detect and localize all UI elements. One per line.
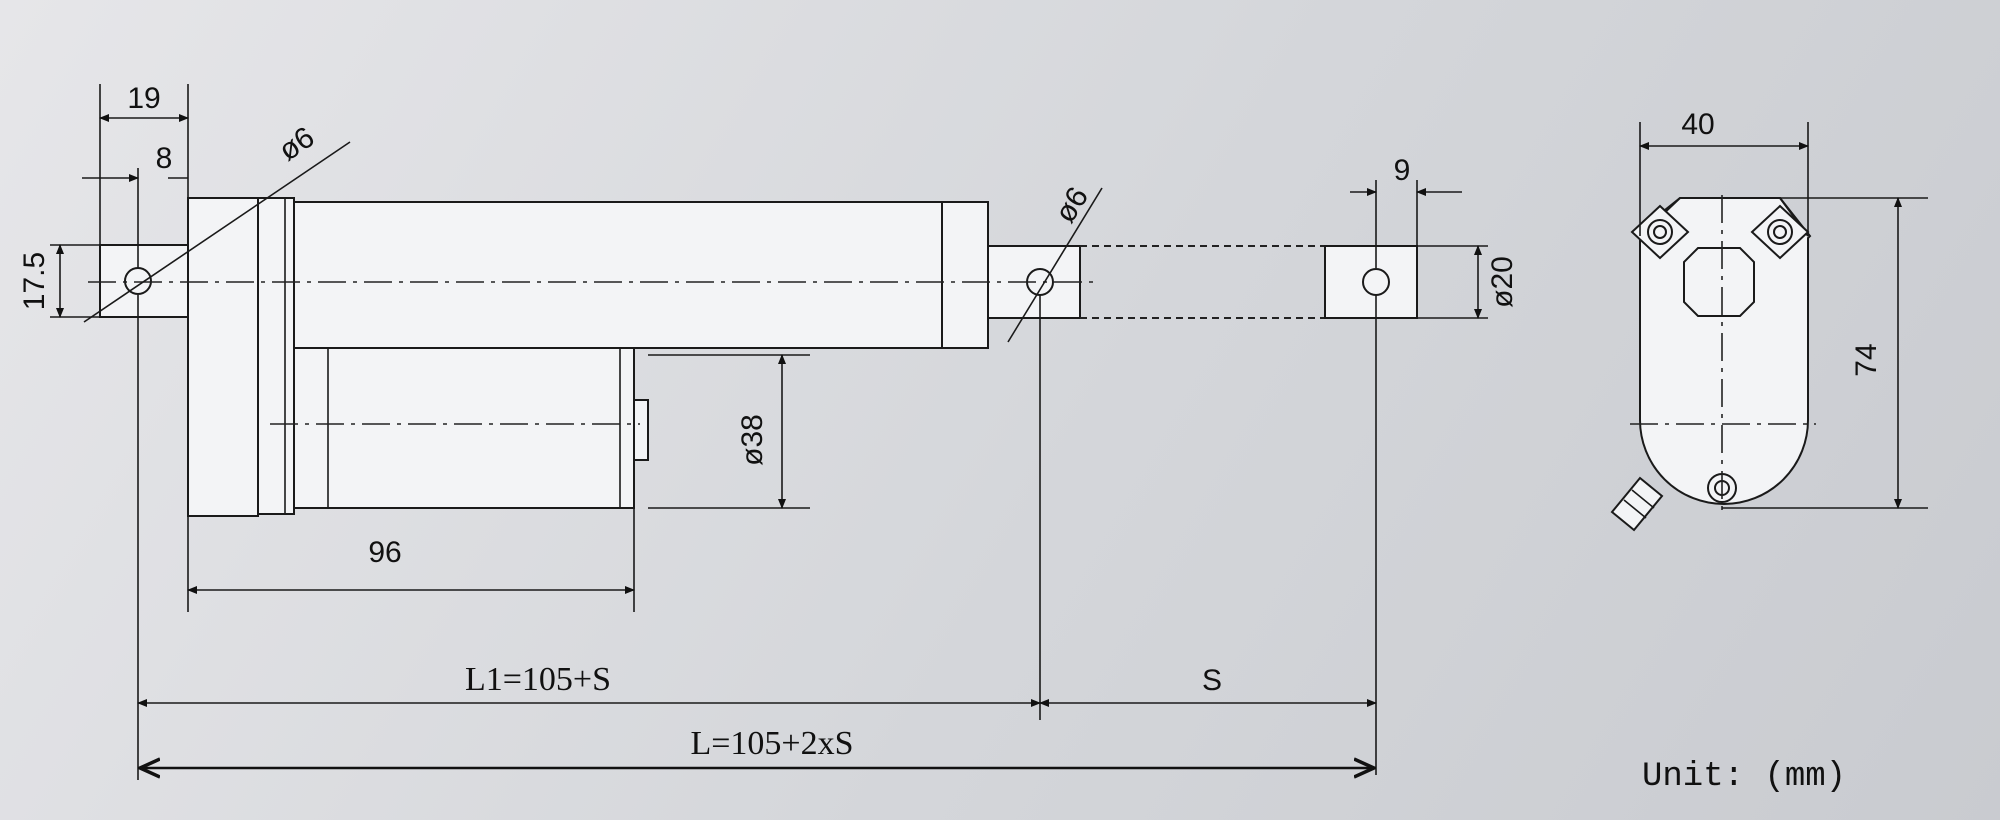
motor-body — [293, 347, 635, 509]
dim-phi38-label: ø38 — [736, 414, 769, 466]
extended-rod-end — [1324, 245, 1418, 319]
end-view-housing — [1636, 197, 1812, 505]
dim-19-label: 19 — [127, 82, 160, 115]
main-cylinder — [293, 201, 989, 349]
dim-17-5-label: 17.5 — [18, 252, 51, 310]
motor-end-cap — [633, 399, 649, 461]
dim-phi6-left-label: ø6 — [273, 121, 320, 168]
left-ear — [1630, 204, 1690, 260]
gear-housing — [187, 197, 259, 517]
dim-40-label: 40 — [1681, 108, 1714, 141]
dim-96-label: 96 — [368, 536, 401, 569]
dim-phi20-label: ø20 — [1486, 256, 1519, 308]
cable-gland — [1610, 476, 1664, 532]
center-boss — [1683, 247, 1755, 317]
end-cap — [257, 197, 295, 515]
dim-9-label: 9 — [1394, 154, 1411, 187]
dim-phi6-right-label: ø6 — [1049, 181, 1096, 228]
dim-s-label: S — [1202, 664, 1222, 697]
dim-74-label: 74 — [1850, 343, 1883, 376]
dim-l-label: L=105+2xS — [690, 725, 853, 762]
front-cap — [941, 201, 989, 349]
dim-l1-label: L1=105+S — [465, 661, 611, 698]
dim-8-label: 8 — [156, 142, 173, 175]
side-view: 19 8 ø6 17.5 ø6 9 ø20 ø38 96 L1=105+S S — [18, 82, 1519, 780]
unit-label: Unit: (mm) — [1642, 758, 1846, 796]
end-view: 40 74 — [1610, 108, 1928, 532]
